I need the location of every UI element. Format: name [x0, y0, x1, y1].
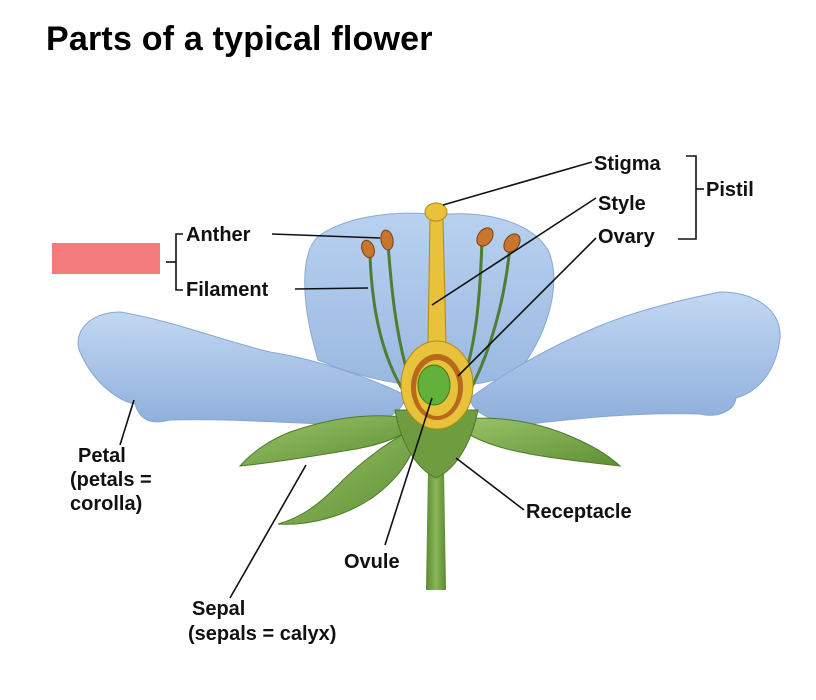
label-sepal-line-1: Sepal [192, 598, 245, 620]
sepal-left-front [277, 424, 421, 525]
left-petal [77, 311, 406, 426]
label-petal-line-3: corolla) [70, 493, 142, 515]
label-stigma: Stigma [594, 153, 662, 175]
blank-label-box[interactable] [52, 243, 160, 274]
label-ovule: Ovule [344, 551, 400, 573]
right-petal [469, 291, 781, 425]
page-title: Parts of a typical flower [46, 20, 433, 58]
pointer-lines [119, 155, 704, 599]
stigma [424, 202, 448, 222]
sepal-left [238, 415, 411, 467]
anthers [361, 227, 521, 259]
label-anther: Anther [186, 224, 251, 246]
label-pistil: Pistil [706, 179, 754, 201]
stem [426, 470, 446, 590]
ovule [417, 364, 451, 406]
label-receptacle: Receptacle [526, 501, 632, 523]
sepal-right [454, 417, 622, 467]
label-sepal: Sepal (sepals = calyx) [188, 598, 336, 645]
label-filament: Filament [186, 279, 269, 301]
label-petal-line-1: Petal [78, 445, 126, 467]
label-petal: Petal (petals = corolla) [70, 445, 157, 515]
label-style: Style [598, 193, 646, 215]
label-petal-line-2: (petals = [70, 469, 152, 491]
receptacle [394, 409, 479, 479]
label-sepal-line-2: (sepals = calyx) [188, 623, 336, 645]
style [427, 217, 447, 346]
label-ovary: Ovary [598, 226, 656, 248]
